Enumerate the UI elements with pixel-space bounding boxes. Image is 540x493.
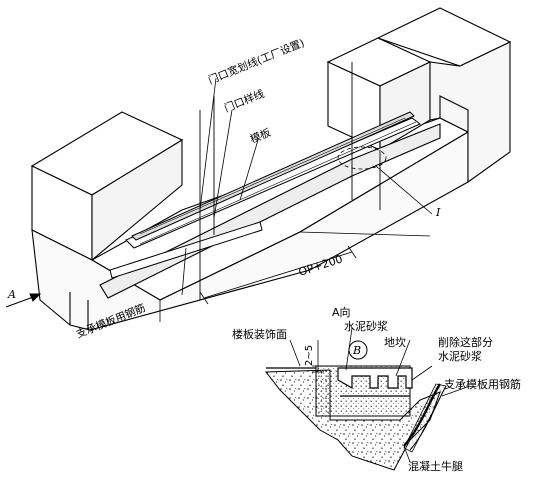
door-lines: [199, 62, 381, 300]
label-floor-sill: 地坎: [384, 336, 406, 349]
label-view-arrow: A: [7, 288, 16, 301]
leader-lines: [159, 77, 433, 322]
view-arrow: [5, 293, 42, 308]
label-cement-mortar: 水泥砂浆: [344, 319, 388, 333]
dimension-line: [199, 245, 357, 305]
sill-profile-section: [337, 367, 413, 397]
concrete-corbel-body: [265, 369, 441, 471]
label-remove-mortar-line2: 水泥砂浆: [438, 349, 482, 363]
label-concrete-corbel: 混凝土牛腿: [408, 459, 463, 473]
label-view-title: A向: [332, 305, 351, 319]
left-column-side: [91, 139, 183, 262]
label-door-sample-line: 门口样线: [222, 87, 266, 115]
formwork-section: [403, 383, 447, 453]
formwork-board: [125, 111, 421, 249]
label-circle-b: B: [352, 344, 361, 357]
detail-circle-dashed: [337, 146, 387, 170]
label-formwork: 模板: [248, 126, 273, 146]
label-support-rebar-right: 支承模板用钢筋: [444, 377, 521, 391]
section-detail: [265, 327, 471, 471]
label-section-mark: I: [435, 206, 441, 219]
label-dim-2-5: 2~5: [304, 345, 315, 366]
label-remove-mortar-line1: 削除这部分: [438, 335, 493, 349]
label-floor-finish: 楼板装饰面: [232, 327, 287, 341]
label-door-width-line: 门口宽划线(工厂设置): [206, 36, 306, 87]
